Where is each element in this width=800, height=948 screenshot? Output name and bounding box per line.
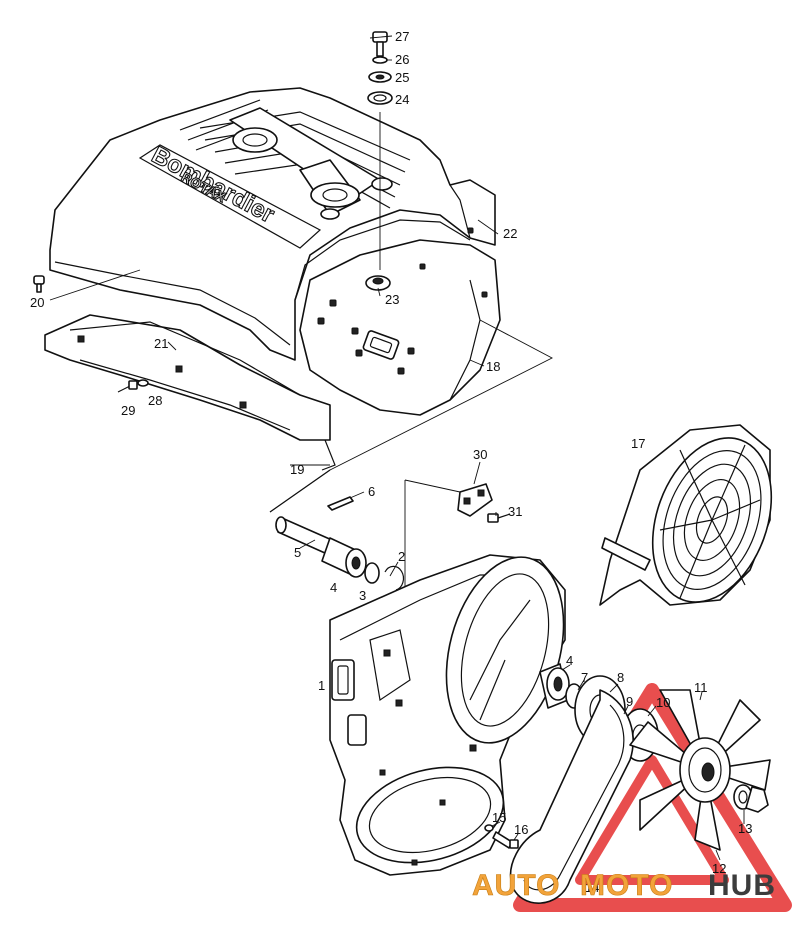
screw-29-washer-28	[117, 379, 149, 393]
label-30: 30	[473, 447, 487, 462]
label-8: 8	[617, 670, 624, 685]
nut-13	[733, 784, 769, 813]
top-fastener-stack	[367, 31, 393, 105]
watermark-hub: HUB	[708, 869, 776, 902]
label-28: 28	[148, 393, 162, 408]
inner-shroud-part	[299, 227, 501, 416]
label-1: 1	[318, 678, 325, 693]
label-15: 15	[492, 810, 506, 825]
screw-16-washer-15	[484, 824, 519, 849]
label-3: 3	[359, 588, 366, 603]
label-2: 2	[398, 549, 405, 564]
belt-part	[509, 689, 634, 904]
label-17: 17	[631, 436, 645, 451]
label-10: 10	[656, 695, 670, 710]
watermark-moto: MOTO	[580, 869, 673, 902]
label-13: 13	[738, 821, 752, 836]
screw-20	[33, 275, 45, 293]
label-4-a: 4	[330, 580, 337, 595]
label-18: 18	[486, 359, 500, 374]
lower-deflector-part	[44, 314, 336, 471]
top-cover-part: Bombardier ROTAX	[49, 87, 496, 361]
label-21: 21	[154, 336, 168, 351]
label-26: 26	[395, 52, 409, 67]
label-31: 31	[508, 504, 522, 519]
label-11: 11	[694, 680, 708, 695]
label-6: 6	[368, 484, 375, 499]
label-16: 16	[514, 822, 528, 837]
watermark: AUTO MOTO HUB	[472, 869, 776, 903]
label-23: 23	[385, 292, 399, 307]
label-19: 19	[290, 462, 304, 477]
fan-housing-part	[329, 554, 566, 876]
fan-part	[629, 689, 771, 851]
leader-lines	[167, 35, 745, 861]
callout-labels: 1 2 3 4 4 5 6 7 8 9 10 11 12 13 14 15 16…	[30, 29, 752, 895]
label-22: 22	[503, 226, 517, 241]
label-14: 14	[585, 880, 599, 895]
shaft-assembly	[269, 469, 405, 591]
label-24: 24	[395, 92, 409, 107]
label-29: 29	[121, 403, 135, 418]
label-20: 20	[30, 295, 44, 310]
fan-shroud-part	[599, 424, 773, 606]
label-4-b: 4	[566, 653, 573, 668]
label-7: 7	[581, 670, 588, 685]
label-5: 5	[294, 545, 301, 560]
clip-30-bolt-31	[457, 483, 511, 523]
label-25: 25	[395, 70, 409, 85]
label-27: 27	[395, 29, 409, 44]
watermark-auto: AUTO	[472, 869, 560, 902]
label-12: 12	[712, 861, 726, 876]
label-9: 9	[626, 694, 633, 709]
